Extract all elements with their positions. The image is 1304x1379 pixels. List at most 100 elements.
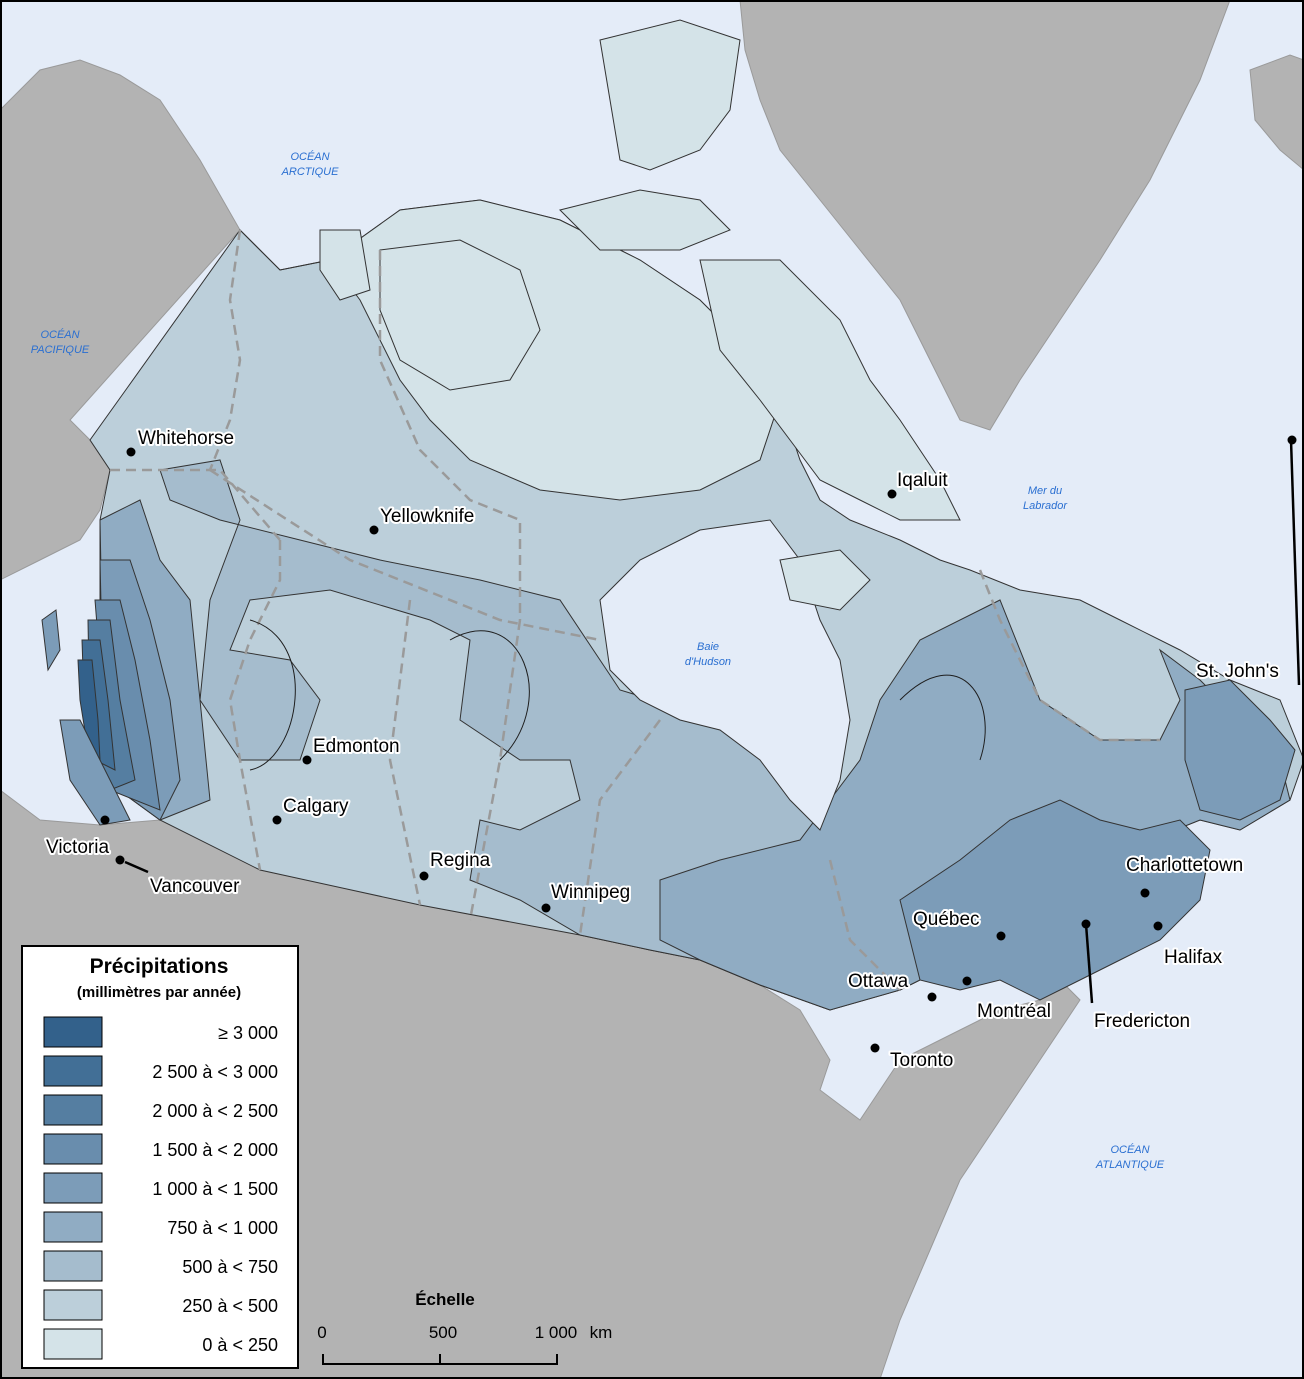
city-dot [996, 931, 1006, 941]
water-label: OCÉAN PACIFIQUE [31, 328, 90, 356]
city-label: Yellowknife [380, 506, 474, 527]
city-leader-line [1289, 439, 1301, 686]
city-dot [126, 447, 136, 457]
sask-manitoba-border [468, 619, 522, 921]
legend-label: 1 000 à < 1 500 [152, 1179, 278, 1199]
city-dot [419, 871, 429, 881]
city-dot [369, 525, 379, 535]
legend-label: 0 à < 250 [202, 1335, 278, 1355]
legend-label: ≥ 3 000 [218, 1023, 278, 1043]
city-label: Fredericton [1094, 1011, 1190, 1032]
city-label: Iqaluit [897, 470, 948, 491]
sixtieth-parallel [209, 468, 601, 642]
water-label-line: ARCTIQUE [281, 166, 340, 178]
greenland-landmass [739, 0, 1231, 431]
legend-swatch [43, 1250, 103, 1282]
legend-swatch [43, 1016, 103, 1048]
zone-1000-1500 [899, 799, 1211, 1001]
yukon-nwt-border [208, 229, 242, 471]
water-label-line: Mer du [1028, 485, 1062, 497]
vancouver-island [59, 719, 131, 826]
ontario-quebec-border [828, 859, 901, 991]
city-label: St. John's [1196, 661, 1279, 682]
legend-swatch [43, 1289, 103, 1321]
legend-label: 2 500 à < 3 000 [152, 1062, 278, 1082]
scale-title: Échelle [415, 1290, 475, 1309]
city-dot [887, 489, 897, 499]
water-label-line: OCÉAN [290, 150, 329, 163]
legend-label: 250 à < 500 [182, 1296, 278, 1316]
city-label: Calgary [283, 796, 349, 817]
city-dot [870, 1043, 880, 1053]
city-label: Edmonton [313, 736, 400, 757]
banks-island [319, 229, 371, 301]
iceland-landmass [1249, 54, 1304, 171]
city-dot [962, 976, 972, 986]
atlantic-islands [41, 609, 1296, 826]
water-label: OCÉAN ARCTIQUE [281, 150, 340, 178]
city-dot [1081, 919, 1091, 929]
water-label: Mer du Labrador [1023, 485, 1068, 512]
legend-swatch [43, 1055, 103, 1087]
city-label: Québec [913, 909, 980, 930]
scale-unit: km [590, 1323, 613, 1342]
bc-northern-border [110, 468, 281, 541]
city-markers: WhitehorseYellowknifeIqaluitEdmontonCalg… [44, 426, 1301, 1073]
victoria-island [379, 239, 541, 391]
city-label: Ottawa [848, 971, 909, 992]
scale-tick-0: 0 [317, 1323, 326, 1342]
city-dot [1153, 921, 1163, 931]
contour-line [899, 674, 986, 761]
manitoba-ontario-border [578, 719, 661, 936]
arctic-islands [319, 19, 961, 611]
legend-label: 500 à < 750 [182, 1257, 278, 1277]
water-label: OCÉAN ATLANTIQUE [1095, 1143, 1165, 1171]
scale-tick-500: 500 [429, 1323, 457, 1342]
legend-title: Précipitations [90, 955, 229, 978]
legend-label: 1 500 à < 2 000 [152, 1140, 278, 1160]
southampton-island [779, 549, 871, 611]
city-leader-line [124, 860, 149, 874]
devon-island [559, 189, 731, 251]
legend: Précipitations (millimètres par année) ≥… [21, 945, 299, 1369]
precipitation-contours [249, 619, 986, 771]
water-label-line: OCÉAN [1110, 1143, 1149, 1156]
hudson-bay [599, 519, 851, 831]
city-leader-line [1084, 923, 1094, 1004]
ellesmere-island [599, 19, 741, 171]
provincial-borders [110, 229, 1160, 991]
contour-line [249, 619, 296, 771]
water-label-line: PACIFIQUE [31, 344, 90, 356]
city-dot [100, 815, 110, 825]
city-dot [1287, 435, 1297, 445]
haida-gwaii [41, 609, 61, 672]
legend-swatch [43, 1094, 103, 1126]
city-dot [302, 755, 312, 765]
city-label: Winnipeg [551, 882, 630, 903]
water-label-line: ATLANTIQUE [1095, 1159, 1165, 1171]
city-label: Vancouver [150, 876, 240, 897]
water-label-line: OCÉAN [40, 328, 79, 341]
water-label-line: Labrador [1023, 500, 1068, 512]
city-dot [541, 903, 551, 913]
legend-subtitle: (millimètres par année) [77, 984, 241, 1001]
legend-label: 750 à < 1 000 [167, 1218, 278, 1238]
legend-swatch [43, 1328, 103, 1360]
water-label-line: Baie [697, 641, 719, 653]
legend-swatch [43, 1172, 103, 1204]
legend-swatch [43, 1133, 103, 1165]
water-labels: OCÉAN ARCTIQUE OCÉAN PACIFIQUE Mer du Labrado… [31, 150, 1165, 1171]
city-dot [927, 992, 937, 1002]
city-dot [115, 855, 125, 865]
bc-alberta-border [228, 540, 282, 871]
baffin-island [699, 259, 961, 521]
alberta-sask-border [388, 599, 422, 906]
city-label: Victoria [46, 837, 109, 858]
scale-tick-1000: 1 000 [535, 1323, 578, 1342]
nwt-nunavut-border [378, 250, 522, 620]
city-label: Halifax [1164, 947, 1223, 968]
